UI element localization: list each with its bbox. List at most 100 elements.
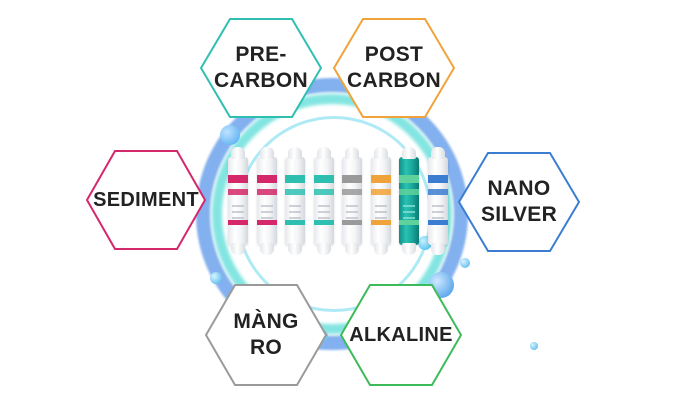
cartridge-color-band [427, 175, 448, 183]
cartridge-print-line [403, 205, 415, 207]
cartridge-print-line [374, 217, 387, 219]
hexagon-outline-post-carbon [332, 18, 456, 118]
cartridge-5 [342, 147, 362, 255]
cartridge-print-line [346, 205, 358, 207]
cartridge-print-line [317, 217, 330, 219]
cartridge-bottom-cap [288, 243, 302, 255]
cartridge-body [256, 157, 277, 245]
cartridge-color-band [285, 189, 305, 195]
cartridge-print-line [431, 211, 444, 213]
cartridge-print-line [232, 205, 244, 207]
hexagon-outline-pre-carbon [199, 18, 323, 118]
hexagon-mang-ro: MÀNG RO [204, 284, 328, 386]
hexagon-outline-nano-silver [457, 152, 581, 252]
hexagon-label-pre-carbon: PRE- CARBON [200, 18, 322, 118]
hexagon-pre-carbon: PRE- CARBON [199, 18, 323, 118]
hexagon-line: CARBON [214, 69, 308, 92]
hexagon-line: MÀNG [233, 310, 299, 333]
cartridge-bottom-cap [373, 243, 388, 255]
cartridge-color-band [370, 189, 391, 195]
cartridge-print-line [374, 211, 387, 213]
cartridge-body [285, 157, 305, 245]
hexagon-outline-alkaline [339, 284, 463, 386]
cartridge-bottom-cap [316, 243, 331, 255]
cartridge-color-band [342, 175, 362, 183]
cartridge-top-cap [402, 147, 416, 159]
bubble-5 [210, 272, 222, 284]
hexagon-sediment: SEDIMENT [85, 150, 207, 250]
cartridge-color-band [313, 175, 334, 183]
cartridge-bottom-cap [231, 243, 245, 255]
cartridge-body [228, 157, 248, 245]
cartridge-6 [370, 147, 391, 255]
cartridge-body [313, 157, 334, 245]
cartridge-print-line [346, 211, 358, 213]
cartridge-color-band [256, 220, 277, 225]
hexagon-line: RO [249, 336, 283, 359]
cartridge-color-band [256, 189, 277, 195]
hexagon-outline-mang-ro [204, 284, 328, 386]
cartridge-color-band [427, 220, 448, 225]
bubble-8 [530, 342, 538, 350]
cartridge-print-line [403, 211, 415, 213]
cartridge-print-line [431, 217, 444, 219]
cartridge-7 [399, 147, 419, 255]
cartridge-2 [256, 147, 277, 255]
cartridge-print-line [289, 205, 301, 207]
cartridge-bottom-cap [345, 243, 359, 255]
cartridge-8 [427, 147, 448, 255]
cartridge-print-line [346, 217, 358, 219]
cartridge-color-band [427, 189, 448, 195]
cartridge-color-band [399, 220, 419, 225]
cartridge-print-line [403, 217, 415, 219]
cartridge-color-band [228, 175, 248, 183]
cartridge-print-line [289, 217, 301, 219]
cartridge-print-line [232, 217, 244, 219]
bubble-4 [460, 258, 470, 268]
cartridge-top-cap [288, 147, 302, 159]
cartridge-print-line [374, 205, 387, 207]
cartridge-color-band [370, 175, 391, 183]
hexagon-line: SILVER [480, 203, 558, 226]
cartridge-top-cap [259, 147, 274, 159]
cartridge-body [370, 157, 391, 245]
cartridge-1 [228, 147, 248, 255]
cartridge-top-cap [345, 147, 359, 159]
cartridge-top-cap [231, 147, 245, 159]
hexagon-label-post-carbon: POST CARBON [333, 18, 455, 118]
cartridge-color-band [399, 175, 419, 183]
cartridge-bottom-cap [430, 243, 445, 255]
cartridge-bottom-cap [402, 243, 416, 255]
hexagon-line: ALKALINE [349, 324, 453, 346]
cartridge-color-band [399, 189, 419, 195]
cartridge-print-line [317, 211, 330, 213]
hexagon-post-carbon: POST CARBON [332, 18, 456, 118]
hexagon-label-sediment: SEDIMENT [86, 150, 206, 250]
hexagon-line: POST [364, 43, 424, 66]
cartridge-4 [313, 147, 334, 255]
cartridge-print-line [260, 205, 273, 207]
cartridge-color-band [285, 220, 305, 225]
cartridge-print-line [260, 211, 273, 213]
cartridge-print-line [431, 205, 444, 207]
cartridge-color-band [228, 189, 248, 195]
cartridge-3 [285, 147, 305, 255]
hexagon-label-alkaline: ALKALINE [340, 284, 462, 386]
cartridge-color-band [256, 175, 277, 183]
cartridge-color-band [313, 189, 334, 195]
hexagon-alkaline: ALKALINE [339, 284, 463, 386]
cartridge-top-cap [430, 147, 445, 159]
cartridge-print-line [260, 217, 273, 219]
hexagon-line: PRE- [235, 43, 287, 66]
hexagon-outline-sediment [85, 150, 207, 250]
cartridge-body [427, 157, 448, 245]
hexagon-line: NANO [487, 177, 551, 200]
cartridge-color-band [313, 220, 334, 225]
cartridge-top-cap [373, 147, 388, 159]
cartridge-color-band [342, 189, 362, 195]
cartridge-color-band [342, 220, 362, 225]
hexagon-label-mang-ro: MÀNG RO [205, 284, 327, 386]
hexagon-label-nano-silver: NANO SILVER [458, 152, 580, 252]
cartridge-bottom-cap [259, 243, 274, 255]
